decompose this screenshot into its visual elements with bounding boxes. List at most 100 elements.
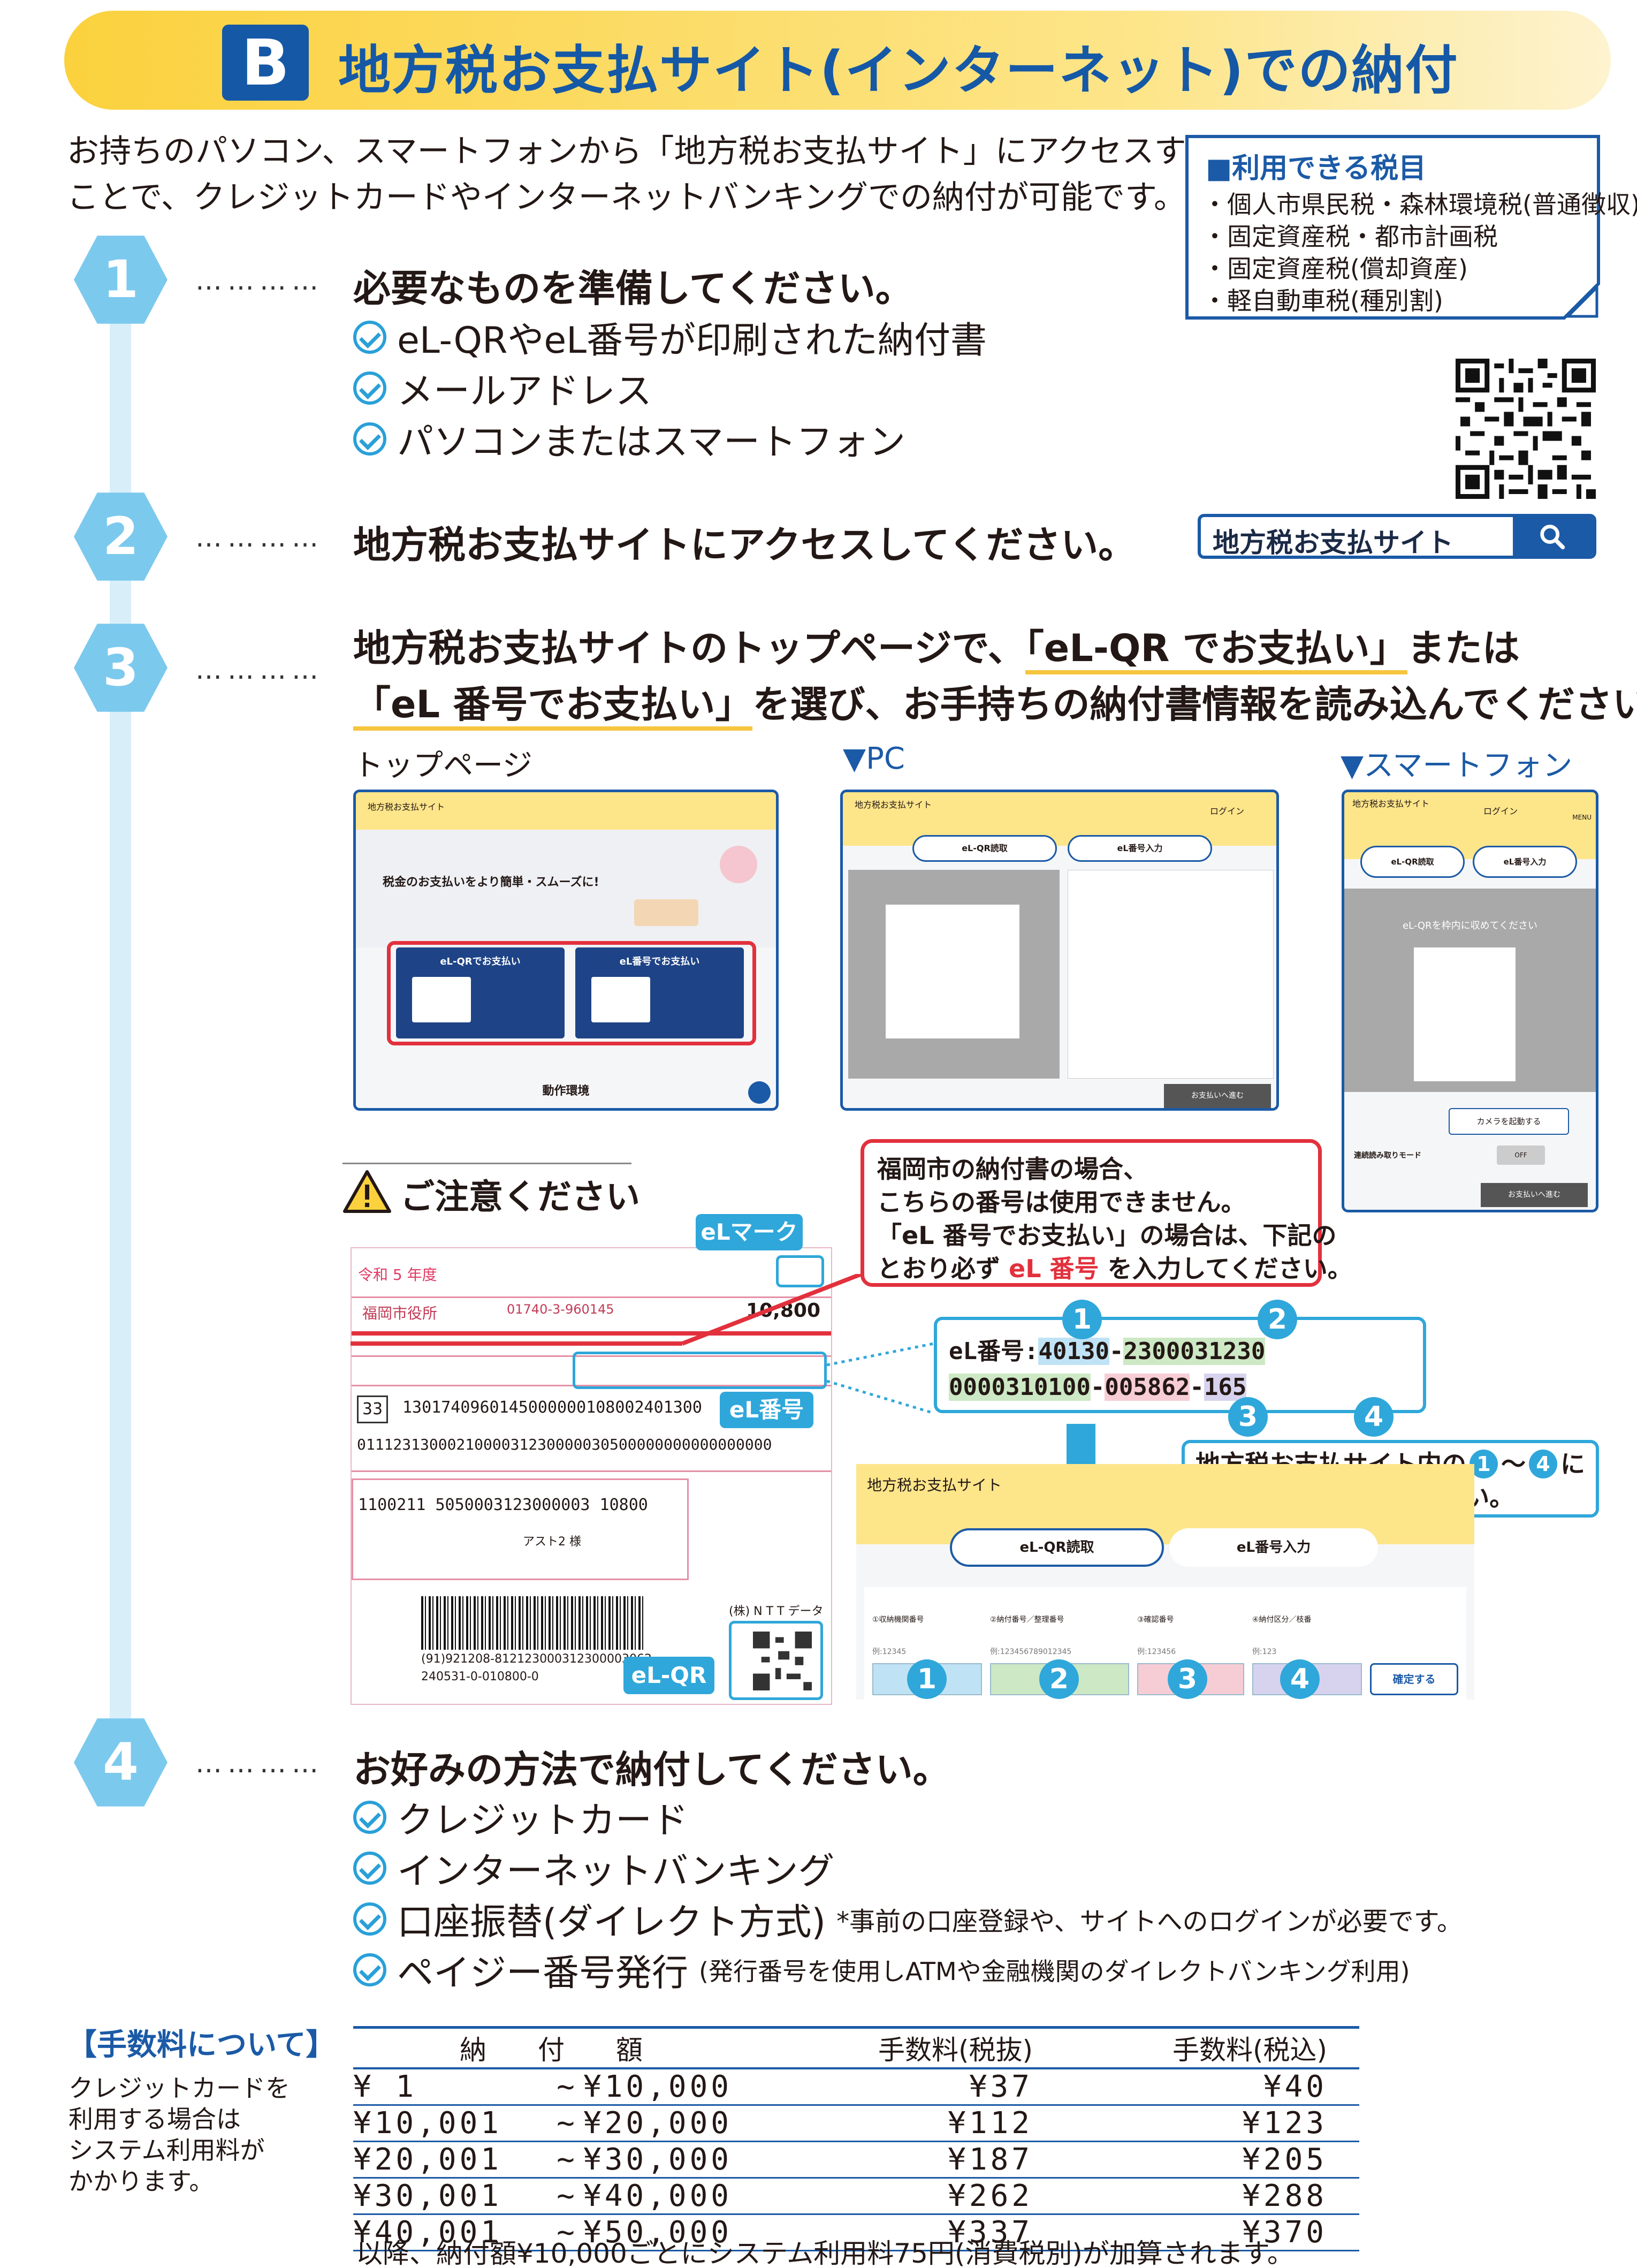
slip-ocr-line-2: 0111231300021000031230000030500000000000… bbox=[357, 1436, 772, 1453]
check-circle-icon bbox=[353, 422, 386, 456]
field-label-4: ④納付区分／枝番 bbox=[1252, 1615, 1312, 1624]
smartphone-screenshot: 地方税お支払サイト ログイン MENU eL-QR読取 eL番号入力 eL-QR… bbox=[1342, 790, 1598, 1212]
step-1-item: eL-QRやeL番号が印刷された納付書 bbox=[353, 310, 987, 363]
warning-note-box: 福岡市の納付書の場合、 こちらの番号は使用できません。 「eL 番号でお支払い」… bbox=[861, 1139, 1352, 1287]
login-link[interactable]: ログイン bbox=[1483, 806, 1518, 816]
el-qr-label: eL-QR bbox=[623, 1657, 714, 1694]
chat-icon[interactable] bbox=[748, 1081, 771, 1104]
field-label-1: ①収納機関番号 bbox=[872, 1615, 924, 1624]
number-circle-4: 4 bbox=[1354, 1397, 1394, 1437]
el-number-box: eL番号:40130-2300031230 0000310100-005862-… bbox=[934, 1317, 1426, 1413]
step-3-marker: 3 bbox=[74, 624, 167, 712]
check-circle-icon bbox=[353, 1800, 386, 1834]
proceed-button[interactable]: お支払いへ進む bbox=[1164, 1084, 1271, 1108]
page-title: 地方税お支払サイト(インターネット)での納付 bbox=[338, 40, 1459, 101]
hero-text: 税金のお支払いをより簡単・スムーズに! bbox=[383, 876, 599, 889]
tab-el-number[interactable]: eL番号入力 bbox=[1068, 835, 1212, 862]
warning-icon bbox=[343, 1170, 391, 1213]
step-2-title: 地方税お支払サイトにアクセスしてください。 bbox=[353, 523, 1136, 567]
tab-el-number[interactable]: eL番号入力 bbox=[1169, 1528, 1378, 1567]
login-link[interactable]: ログイン bbox=[1209, 806, 1244, 816]
el-mark-highlight bbox=[776, 1255, 824, 1287]
el-qr-pay-button[interactable]: eL-QRでお支払い bbox=[440, 956, 521, 967]
fee-footer-note: 以降、納付額¥10,000ごとにシステム利用料75円(消費税別)が加算されます。 bbox=[356, 2238, 1294, 2268]
tab-el-qr[interactable]: eL-QR読取 bbox=[1360, 846, 1465, 878]
header-fee-ex-tax: 手数料(税抜) bbox=[771, 2026, 1065, 2069]
tab-el-qr[interactable]: eL-QR読取 bbox=[950, 1528, 1164, 1567]
continuous-toggle[interactable]: OFF bbox=[1497, 1146, 1545, 1165]
camera-start-button[interactable]: カメラを起動する bbox=[1449, 1108, 1569, 1135]
top-page-screenshot: 地方税お支払サイト 税金のお支払いをより簡単・スムーズに! eL-QRでお支払い… bbox=[353, 790, 779, 1111]
fee-header-row: 納 付 額 手数料(税抜) 手数料(税込) bbox=[353, 2026, 1359, 2069]
number-circle-2: 2 bbox=[1258, 1300, 1297, 1339]
number-circle-4: 4 bbox=[1280, 1659, 1320, 1699]
site-logo: 地方税お支払サイト bbox=[368, 802, 445, 812]
check-circle-icon bbox=[353, 1902, 386, 1936]
menu-button[interactable]: MENU bbox=[1572, 814, 1592, 821]
top-page-caption: トップページ bbox=[353, 748, 532, 783]
fee-row: ¥40,001~¥50,000¥337¥370 bbox=[353, 2214, 1359, 2251]
number-circle-4: 4 bbox=[1529, 1450, 1557, 1478]
step-4-item: インターネットバンキング bbox=[353, 1841, 834, 1894]
check-circle-icon bbox=[353, 1851, 386, 1885]
fee-row: ¥30,001~¥40,000¥262¥288 bbox=[353, 2178, 1359, 2215]
fee-title: 【手数料について】 bbox=[67, 2028, 336, 2062]
el-qr-highlight bbox=[729, 1621, 823, 1700]
site-logo: 地方税お支払サイト bbox=[867, 1476, 1002, 1494]
header-fee-in-tax: 手数料(税込) bbox=[1065, 2026, 1359, 2069]
smartphone-caption: ▼スマートフォン bbox=[1341, 748, 1573, 783]
proceed-button[interactable]: お支払いへ進む bbox=[1481, 1183, 1588, 1207]
fee-note: クレジットカードを 利用する場合は システム利用料が かかります。 bbox=[68, 2074, 290, 2196]
step-4-title: お好みの方法で納付してください。 bbox=[353, 1748, 950, 1792]
number-circle-1: 1 bbox=[907, 1659, 947, 1699]
page-fold-icon bbox=[1563, 282, 1600, 320]
step-2-marker: 2 bbox=[74, 492, 167, 581]
step-3-title-line-2: 「eL 番号でお支払い」を選び、お手持ちの納付書情報を読み込んでください。 bbox=[353, 674, 1637, 731]
tax-types-title: ■利用できる税目 bbox=[1206, 153, 1427, 185]
step-4-leader: ………… bbox=[195, 1748, 324, 1779]
el-number-label: eL番号 bbox=[720, 1392, 813, 1428]
confirm-button[interactable]: 確定する bbox=[1370, 1663, 1458, 1695]
step-1-leader: ………… bbox=[195, 265, 324, 296]
fee-row: ¥20,001~¥30,000¥187¥205 bbox=[353, 2141, 1359, 2179]
intro-text: お持ちのパソコン、スマートフォンから「地方税お支払サイト」にアクセスする ことで… bbox=[67, 128, 1219, 221]
step-3-leader: ………… bbox=[195, 654, 324, 685]
vendor-name: (株) N T T データ bbox=[729, 1605, 824, 1618]
field-example-2: 例:123456789012345 bbox=[990, 1648, 1072, 1656]
el-number-pay-button[interactable]: eL番号でお支払い bbox=[619, 956, 700, 967]
slip-ocr-line-1: 1301740960145000000108002401300 bbox=[402, 1398, 702, 1417]
fee-row: ¥ 1~¥10,000¥37¥40 bbox=[353, 2068, 1359, 2106]
check-circle-icon bbox=[353, 320, 386, 354]
slip-account: 01740-3-960145 bbox=[507, 1302, 614, 1317]
site-logo: 地方税お支払サイト bbox=[1352, 799, 1430, 809]
tab-el-number[interactable]: eL番号入力 bbox=[1473, 846, 1577, 878]
el-qr-code bbox=[753, 1632, 812, 1690]
el-number-line-2: 0000310100-005862-165 bbox=[949, 1374, 1247, 1401]
check-circle-icon bbox=[353, 1953, 386, 1986]
barcode bbox=[421, 1596, 646, 1650]
camera-message: eL-QRを枠内に収めてください bbox=[1402, 920, 1538, 931]
site-logo: 地方税お支払サイト bbox=[855, 800, 932, 810]
number-circle-3: 3 bbox=[1228, 1397, 1268, 1437]
red-connector bbox=[351, 1274, 863, 1346]
site-search-bar[interactable]: 地方税お支払サイト bbox=[1198, 514, 1596, 559]
slip-code-box: 33 bbox=[357, 1395, 388, 1423]
field-example-3: 例:123456 bbox=[1137, 1648, 1176, 1656]
number-circle-1: 1 bbox=[1062, 1300, 1102, 1339]
step-1-item: メールアドレス bbox=[353, 361, 652, 414]
qr-code[interactable] bbox=[1456, 359, 1596, 499]
field-example-1: 例:12345 bbox=[872, 1648, 907, 1656]
tax-type-item: ・個人市県民税・森林環境税(普通徴収) bbox=[1202, 190, 1637, 219]
intro-line-1: お持ちのパソコン、スマートフォンから「地方税お支払サイト」にアクセスする bbox=[67, 133, 1219, 170]
intro-line-2: ことで、クレジットカードやインターネットバンキングでの納付が可能です。 bbox=[67, 179, 1186, 216]
pc-screenshot: 地方税お支払サイト ログイン eL-QR読取 eL番号入力 お支払いへ進む bbox=[840, 790, 1279, 1111]
step-1-title: 必要なものを準備してください。 bbox=[353, 267, 913, 310]
pc-caption: ▼PC bbox=[843, 741, 905, 776]
env-heading: 動作環境 bbox=[542, 1084, 590, 1098]
tab-el-qr[interactable]: eL-QR読取 bbox=[912, 835, 1057, 862]
barcode-subtext: 240531-0-010800-0 bbox=[421, 1670, 539, 1683]
step-4-marker: 4 bbox=[74, 1718, 167, 1807]
el-number-line-1: eL番号:40130-2300031230 bbox=[949, 1338, 1266, 1365]
fee-row: ¥10,001~¥20,000¥112¥123 bbox=[353, 2105, 1359, 2142]
search-button[interactable] bbox=[1513, 517, 1593, 556]
